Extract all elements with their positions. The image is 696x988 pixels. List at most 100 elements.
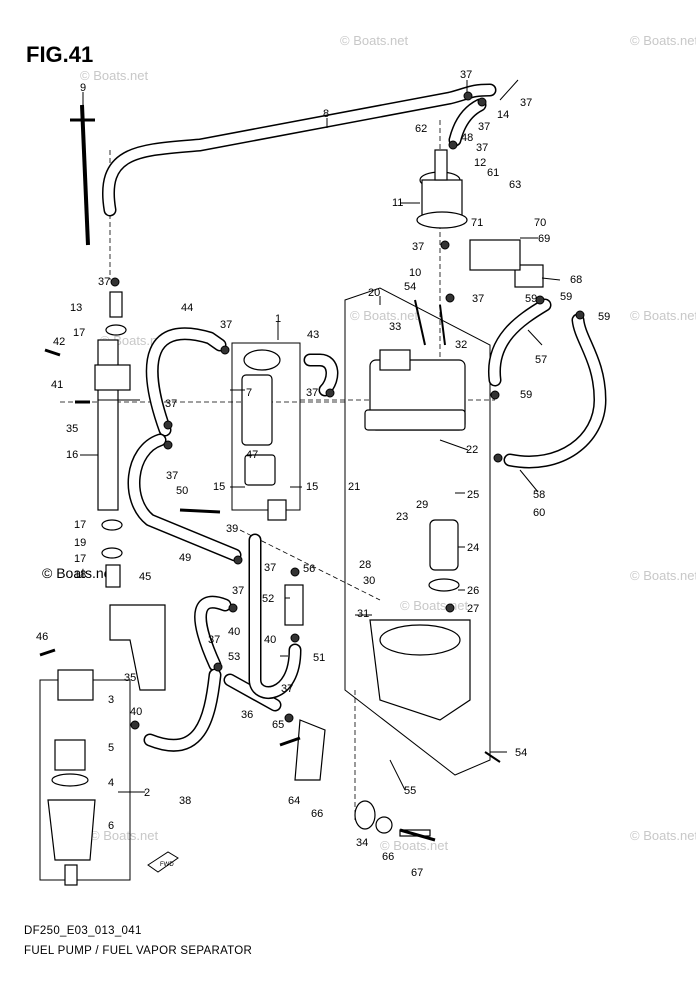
callout-66: 66 <box>311 808 323 820</box>
callout-7: 7 <box>246 387 252 399</box>
callout-34: 34 <box>356 837 368 849</box>
callout-68: 68 <box>570 274 582 286</box>
drawing-code: DF250_E03_013_041 <box>24 925 142 937</box>
callout-71: 71 <box>471 217 483 229</box>
callout-48: 48 <box>461 132 473 144</box>
callout-13: 13 <box>70 302 82 314</box>
callout-18: 18 <box>74 569 86 581</box>
callout-20: 20 <box>368 287 380 299</box>
callout-25: 25 <box>467 489 479 501</box>
callout-32: 32 <box>455 339 467 351</box>
callout-69: 69 <box>538 233 550 245</box>
callout-17: 17 <box>73 327 85 339</box>
watermark: © Boats.net <box>630 828 696 843</box>
callout-22: 22 <box>466 444 478 456</box>
parts <box>39 91 585 886</box>
callout-26: 26 <box>467 585 479 597</box>
callout-66: 66 <box>382 851 394 863</box>
callout-40: 40 <box>264 634 276 646</box>
callout-37: 37 <box>208 634 220 646</box>
callout-14: 14 <box>497 109 509 121</box>
callout-35: 35 <box>124 672 136 684</box>
callout-59: 59 <box>560 291 572 303</box>
callout-37: 37 <box>478 121 490 133</box>
callout-40: 40 <box>130 706 142 718</box>
callout-10: 10 <box>409 267 421 279</box>
callout-54: 54 <box>515 747 527 759</box>
callout-37: 37 <box>166 470 178 482</box>
watermark: © Boats.net <box>380 838 449 853</box>
fuel-hoses <box>102 83 607 752</box>
callout-4: 4 <box>108 777 114 789</box>
callout-43: 43 <box>307 329 319 341</box>
callout-17: 17 <box>74 519 86 531</box>
callout-35: 35 <box>66 423 78 435</box>
callout-37: 37 <box>520 97 532 109</box>
callout-63: 63 <box>509 179 521 191</box>
callout-59: 59 <box>520 389 532 401</box>
callout-42: 42 <box>53 336 65 348</box>
callout-45: 45 <box>139 571 151 583</box>
callout-41: 41 <box>51 379 63 391</box>
callout-15: 15 <box>306 481 318 493</box>
diagram-caption: FUEL PUMP / FUEL VAPOR SEPARATOR <box>24 945 253 957</box>
callout-37: 37 <box>306 387 318 399</box>
callout-44: 44 <box>181 302 193 314</box>
callout-37: 37 <box>220 319 232 331</box>
callout-60: 60 <box>533 507 545 519</box>
callout-19: 19 <box>74 537 86 549</box>
callout-67: 67 <box>411 867 423 879</box>
callout-55: 55 <box>404 785 416 797</box>
watermark-dark: © Boats.net <box>42 565 115 581</box>
callout-24: 24 <box>467 542 479 554</box>
callout-16: 16 <box>66 449 78 461</box>
callout-1: 1 <box>275 313 281 325</box>
callout-47: 47 <box>246 449 258 461</box>
callout-8: 8 <box>323 108 329 120</box>
fwd-label: FWD <box>160 862 174 868</box>
callout-5: 5 <box>108 742 114 754</box>
callout-57: 57 <box>535 354 547 366</box>
watermark: © Boats.net <box>400 598 469 613</box>
callout-37: 37 <box>232 585 244 597</box>
callout-49: 49 <box>179 552 191 564</box>
watermark: © Boats.net <box>630 568 696 583</box>
callout-30: 30 <box>363 575 375 587</box>
callout-46: 46 <box>36 631 48 643</box>
watermark: © Boats.net <box>90 828 159 843</box>
callout-39: 39 <box>226 523 238 535</box>
callout-36: 36 <box>241 709 253 721</box>
leader-lines <box>80 79 561 793</box>
callout-15: 15 <box>213 481 225 493</box>
callout-11: 11 <box>392 197 403 209</box>
callout-9: 9 <box>80 82 86 94</box>
callout-labels: 9 8 37 37 14 37 48 37 62 12 61 63 11 70 … <box>36 69 610 879</box>
callout-52: 52 <box>262 593 274 605</box>
callout-65: 65 <box>272 719 284 731</box>
callout-28: 28 <box>359 559 371 571</box>
callout-12: 12 <box>474 157 486 169</box>
callout-37: 37 <box>412 241 424 253</box>
callout-58: 58 <box>533 489 545 501</box>
callout-56: 56 <box>303 563 315 575</box>
callout-17: 17 <box>74 553 86 565</box>
callout-37: 37 <box>281 683 293 695</box>
callout-37: 37 <box>165 398 177 410</box>
callout-21: 21 <box>348 481 360 493</box>
callout-3: 3 <box>108 694 114 706</box>
watermark: © Boats.net <box>630 33 696 48</box>
callout-33: 33 <box>389 321 401 333</box>
callout-2: 2 <box>144 787 150 799</box>
watermark: © Boats.net <box>340 33 409 48</box>
callout-37: 37 <box>460 69 472 81</box>
callout-37: 37 <box>476 142 488 154</box>
callout-37: 37 <box>98 276 110 288</box>
callout-51: 51 <box>313 652 325 664</box>
watermark: © Boats.net <box>350 308 419 323</box>
watermark: © Boats.net <box>80 68 149 83</box>
watermarks: © Boats.net © Boats.net © Boats.net © Bo… <box>80 33 696 853</box>
figure-title: FIG.41 <box>26 42 94 67</box>
callout-37: 37 <box>472 293 484 305</box>
callout-54: 54 <box>404 281 416 293</box>
